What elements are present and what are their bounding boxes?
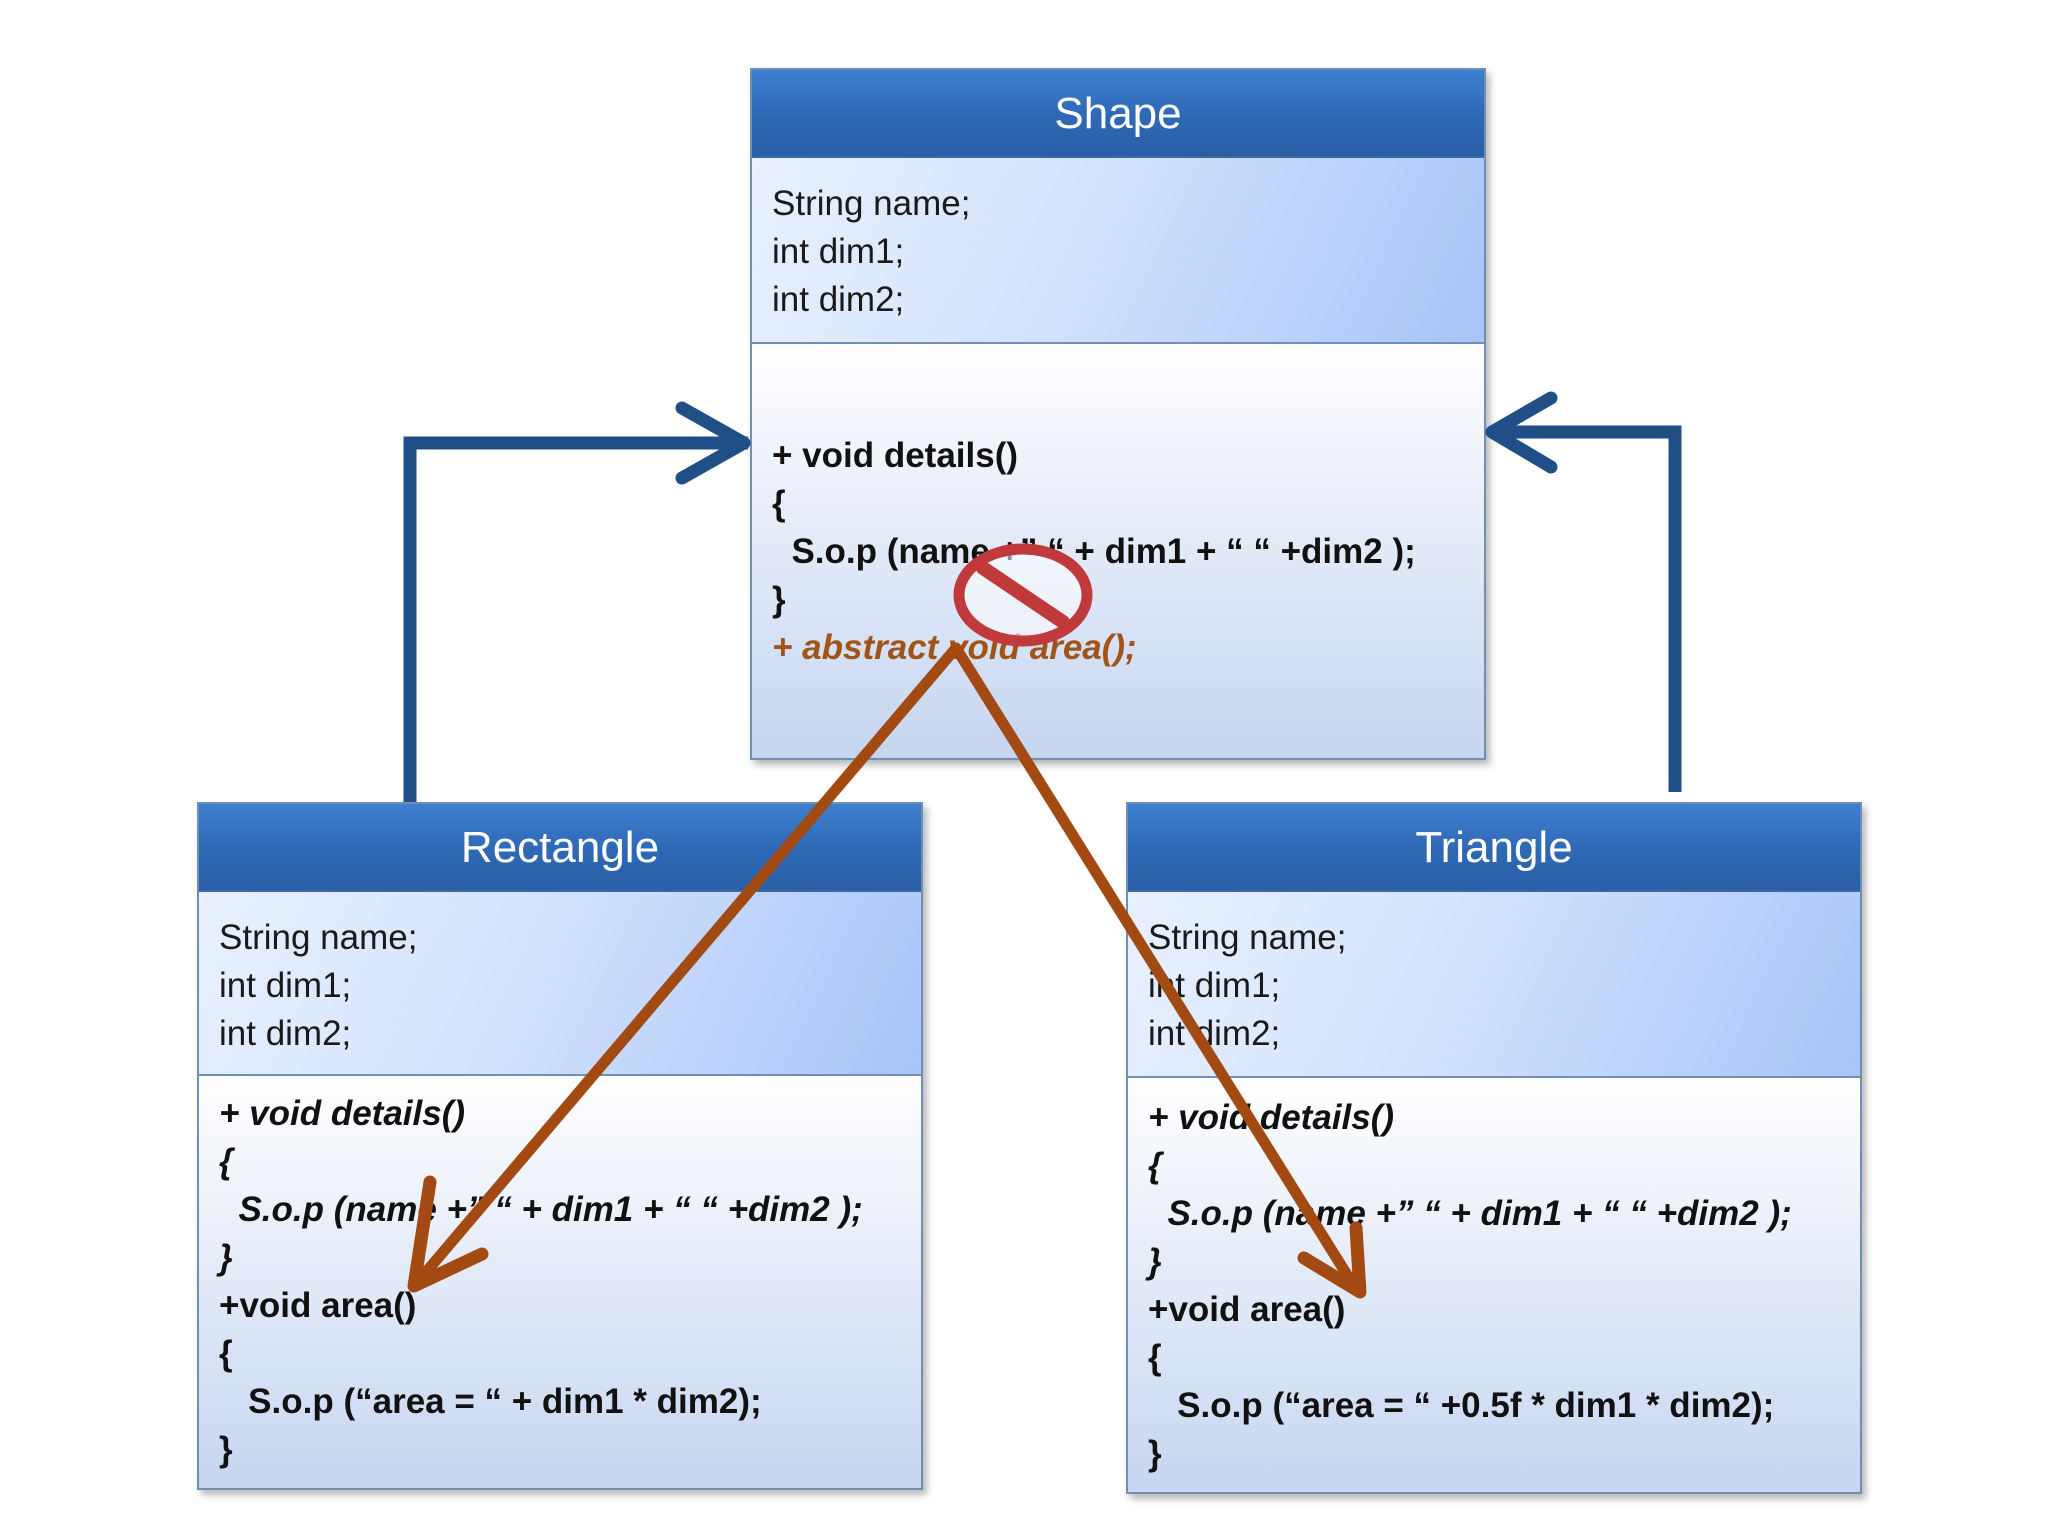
attribute: int dim2; <box>219 1014 352 1053</box>
attribute: String name; <box>219 918 418 957</box>
operation-line: { <box>1148 1146 1162 1185</box>
operation-line: S.o.p (name +” “ + dim1 + “ “ +dim2 ); <box>219 1190 863 1229</box>
operation-line: { <box>219 1142 233 1181</box>
rectangle-operations: + void details() { S.o.p (name +” “ + di… <box>199 1076 921 1488</box>
attribute: int dim1; <box>772 232 905 271</box>
operation-line: } <box>1148 1434 1162 1473</box>
rectangle-attributes: String name; int dim1; int dim2; <box>199 892 921 1076</box>
attribute: String name; <box>1148 918 1347 957</box>
operation-line: } <box>219 1238 233 1277</box>
operation-line: } <box>772 580 786 619</box>
operation-line: S.o.p (“area = “ +0.5f * dim1 * dim2); <box>1148 1386 1775 1425</box>
operation-line: + void details() <box>772 436 1019 475</box>
operation-line: S.o.p (“area = “ + dim1 * dim2); <box>219 1382 762 1421</box>
operation-line: { <box>219 1334 233 1373</box>
operation-line: S.o.p (name +” “ + dim1 + “ “ +dim2 ); <box>772 532 1416 571</box>
triangle-class-title: Triangle <box>1128 804 1860 892</box>
shape-operations: + void details() { S.o.p (name +” “ + di… <box>752 344 1484 758</box>
triangle-operations: + void details() { S.o.p (name +” “ + di… <box>1128 1078 1860 1492</box>
shape-attributes: String name; int dim1; int dim2; <box>752 158 1484 344</box>
rectangle-class-title: Rectangle <box>199 804 921 892</box>
operation-line: } <box>1148 1242 1162 1281</box>
operation-line: { <box>1148 1338 1162 1377</box>
attribute: int dim1; <box>219 966 352 1005</box>
operation-line: } <box>219 1430 233 1469</box>
shape-class-title: Shape <box>752 70 1484 158</box>
attribute: int dim2; <box>772 280 905 319</box>
triangle-attributes: String name; int dim1; int dim2; <box>1128 892 1860 1078</box>
rectangle-class: Rectangle String name; int dim1; int dim… <box>197 802 923 1490</box>
attribute: int dim2; <box>1148 1014 1281 1053</box>
operation-line: +void area() <box>219 1286 417 1325</box>
shape-class: Shape String name; int dim1; int dim2; +… <box>750 68 1486 760</box>
attribute: int dim1; <box>1148 966 1281 1005</box>
triangle-class: Triangle String name; int dim1; int dim2… <box>1126 802 1862 1494</box>
abstract-method: + abstract void area(); <box>772 628 1137 667</box>
operation-line: +void area() <box>1148 1290 1346 1329</box>
operation-line: + void details() <box>1148 1098 1395 1137</box>
operation-line: + void details() <box>219 1094 466 1133</box>
inheritance-arrow-triangle <box>1485 391 1682 792</box>
inheritance-arrow-rectangle <box>403 401 751 802</box>
operation-line: S.o.p (name +” “ + dim1 + “ “ +dim2 ); <box>1148 1194 1792 1233</box>
attribute: String name; <box>772 184 971 223</box>
operation-line: { <box>772 484 786 523</box>
